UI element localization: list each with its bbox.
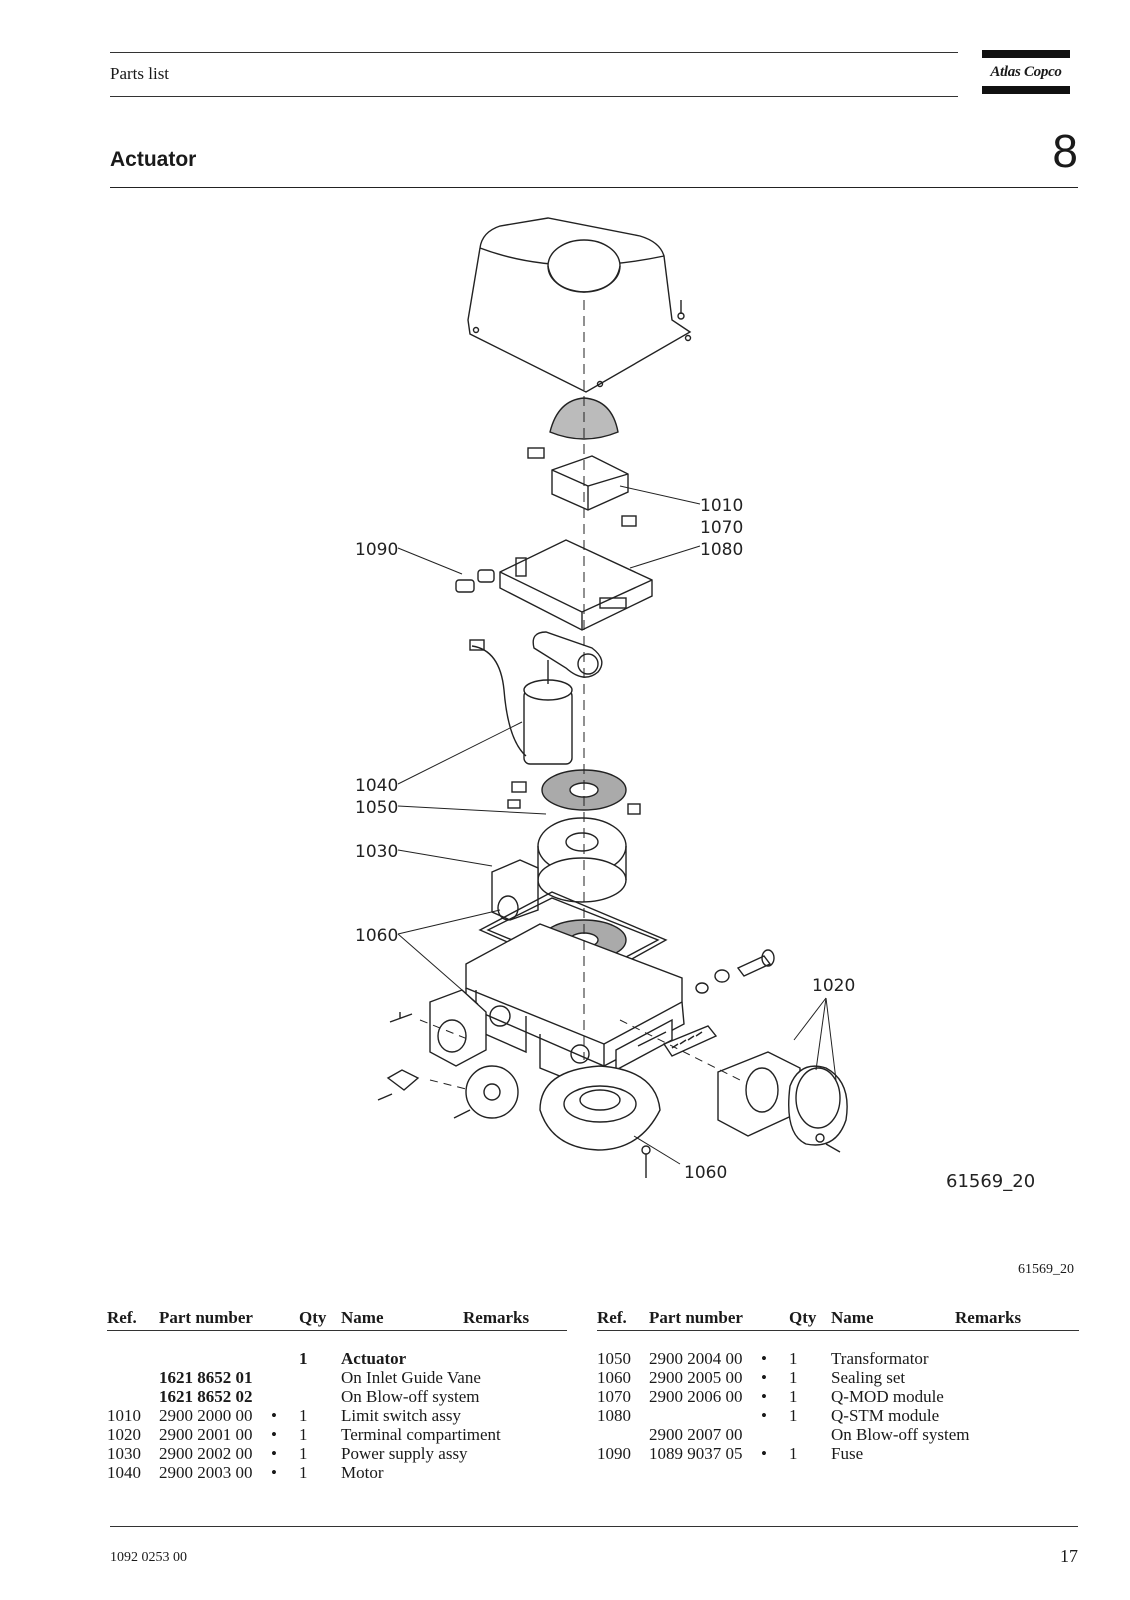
col-part-number: Part number: [159, 1308, 271, 1331]
col-name: Name: [831, 1308, 955, 1331]
table-header-row: Ref. Part number Qty Name Remarks: [597, 1308, 1079, 1331]
header-rule-top: [110, 52, 958, 53]
logo-bar-bottom: [982, 86, 1070, 94]
callout-1080: 1080: [700, 540, 743, 560]
callout-1010: 1010: [700, 496, 743, 516]
document-number: 1092 0253 00: [110, 1550, 187, 1565]
callout-1060-upper: 1060: [355, 926, 398, 946]
col-qty: Qty: [299, 1308, 341, 1331]
col-part-number: Part number: [649, 1308, 761, 1331]
table-row: 1621 8652 01 On Inlet Guide Vane: [159, 1368, 481, 1387]
header-rule-bottom: [110, 96, 958, 97]
callout-1040: 1040: [355, 776, 398, 796]
callout-1050: 1050: [355, 798, 398, 818]
title-rule: [110, 187, 1078, 188]
figure-caption-code: 61569_20: [1018, 1262, 1074, 1277]
col-remarks: Remarks: [463, 1308, 567, 1331]
callout-1060-lower: 1060: [684, 1163, 727, 1183]
brand-logo: Atlas Copco: [982, 50, 1070, 94]
col-remarks: Remarks: [955, 1308, 1079, 1331]
callout-1030: 1030: [355, 842, 398, 862]
table-row: 2900 2007 00 On Blow-off system: [649, 1425, 970, 1444]
section-number: 8: [1052, 125, 1078, 177]
col-qty: Qty: [789, 1308, 831, 1331]
section-title: Actuator: [110, 148, 197, 171]
exploded-view-drawing: 1010 1070 1080 1090 1040 1050 1030 1060 …: [355, 217, 1035, 1192]
table-header-row: Ref. Part number Qty Name Remarks: [107, 1308, 567, 1331]
col-ref: Ref.: [107, 1308, 159, 1331]
col-ref: Ref.: [597, 1308, 649, 1331]
logo-bar-top: [982, 50, 1070, 58]
callout-1070: 1070: [700, 518, 743, 538]
col-name: Name: [341, 1308, 463, 1331]
table-row: 1621 8652 02 On Blow-off system: [159, 1387, 480, 1406]
callout-1020: 1020: [812, 976, 855, 996]
drawing-code: 61569_20: [946, 1171, 1035, 1192]
footer-rule: [110, 1526, 1078, 1527]
callout-1090: 1090: [355, 540, 398, 560]
page-number: 17: [1060, 1546, 1078, 1566]
logo-text: Atlas Copco: [990, 64, 1062, 80]
header-section-label: Parts list: [110, 64, 170, 83]
